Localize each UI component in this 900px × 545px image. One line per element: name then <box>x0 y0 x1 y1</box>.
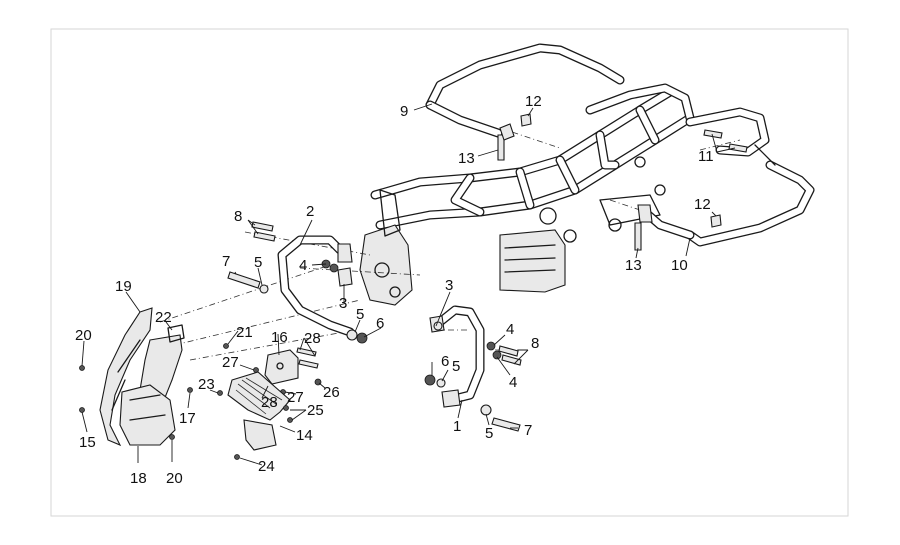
callout-16: 16 <box>271 329 288 346</box>
callout-25: 25 <box>307 402 324 419</box>
callout-27: 27 <box>287 389 304 406</box>
callout-13: 13 <box>625 257 642 274</box>
callout-7: 7 <box>222 253 230 270</box>
callout-10: 10 <box>671 257 688 274</box>
callout-24: 24 <box>258 458 275 475</box>
callout-26: 26 <box>323 384 340 401</box>
main-frame <box>359 83 695 306</box>
callout-5: 5 <box>254 254 262 271</box>
nut-icon <box>356 332 368 344</box>
screw-icon <box>287 417 293 423</box>
screw-icon <box>283 405 289 411</box>
callout-6: 6 <box>441 353 449 370</box>
callout-23: 23 <box>198 376 215 393</box>
bolt-icon <box>498 345 519 357</box>
bolt-icon <box>710 214 722 228</box>
washer-icon <box>346 329 358 341</box>
callout-22: 22 <box>155 309 172 326</box>
callout-15: 15 <box>79 434 96 451</box>
bolt-icon <box>227 271 261 289</box>
nut-icon <box>492 350 502 360</box>
nut-icon <box>329 263 339 273</box>
callout-28: 28 <box>261 394 278 411</box>
callout-1: 1 <box>453 418 461 435</box>
callout-7: 7 <box>524 422 532 439</box>
bolt-icon <box>728 143 748 153</box>
callout-12: 12 <box>525 93 542 110</box>
washer-icon <box>480 404 492 416</box>
callout-20: 20 <box>75 327 92 344</box>
callout-3: 3 <box>445 277 453 294</box>
callout-3: 3 <box>339 295 347 312</box>
callout-21: 21 <box>236 324 253 341</box>
callout-13: 13 <box>458 150 475 167</box>
callout-28: 28 <box>304 330 321 347</box>
callout-5: 5 <box>452 358 460 375</box>
callout-4: 4 <box>299 257 307 274</box>
screw-icon <box>187 387 193 393</box>
nut-icon <box>486 341 496 351</box>
callout-20: 20 <box>166 470 183 487</box>
callout-18: 18 <box>130 470 147 487</box>
callout-4: 4 <box>509 374 517 391</box>
hardware-set <box>227 113 748 432</box>
callout-6: 6 <box>376 315 384 332</box>
diagram-border <box>50 28 849 517</box>
callout-8: 8 <box>531 335 539 352</box>
crash-bar-front-right <box>435 305 485 408</box>
spacer-icon <box>337 267 353 287</box>
callout-17: 17 <box>179 410 196 427</box>
bolt-icon <box>634 222 642 251</box>
callout-5: 5 <box>485 425 493 442</box>
bolt-icon <box>491 417 521 432</box>
screw-icon <box>223 343 229 349</box>
crash-bar-front-left <box>277 235 355 337</box>
screw-icon <box>234 454 240 460</box>
crash-bar-upper-rear <box>425 43 625 138</box>
front-fairing-assembly <box>79 307 322 460</box>
crash-bar-lower-rear <box>640 160 815 247</box>
washer-icon <box>433 321 443 331</box>
callout-12: 12 <box>694 196 711 213</box>
bolt-icon <box>703 129 723 139</box>
callout-2: 2 <box>306 203 314 220</box>
callout-11: 11 <box>698 148 714 165</box>
callout-8: 8 <box>234 208 242 225</box>
callout-4: 4 <box>506 321 514 338</box>
callout-5: 5 <box>356 306 364 323</box>
bolt-icon <box>520 113 532 127</box>
screw-icon <box>79 365 85 371</box>
leader-lines <box>81 103 736 466</box>
callout-19: 19 <box>115 278 132 295</box>
screw-icon <box>217 390 223 396</box>
callout-labels: 1 2 3 3 4 4 4 5 5 5 5 6 6 7 7 8 8 9 10 1… <box>75 93 714 487</box>
callout-14: 14 <box>296 427 313 444</box>
bolt-icon <box>253 231 276 242</box>
callout-27: 27 <box>222 354 239 371</box>
bolt-icon <box>501 354 522 366</box>
bolt-icon <box>298 359 319 369</box>
washer-icon <box>436 378 446 388</box>
screw-icon <box>79 407 85 413</box>
washer-icon <box>259 284 269 294</box>
callout-9: 9 <box>400 103 408 120</box>
screw-icon <box>169 434 175 440</box>
nut-icon <box>424 374 436 386</box>
